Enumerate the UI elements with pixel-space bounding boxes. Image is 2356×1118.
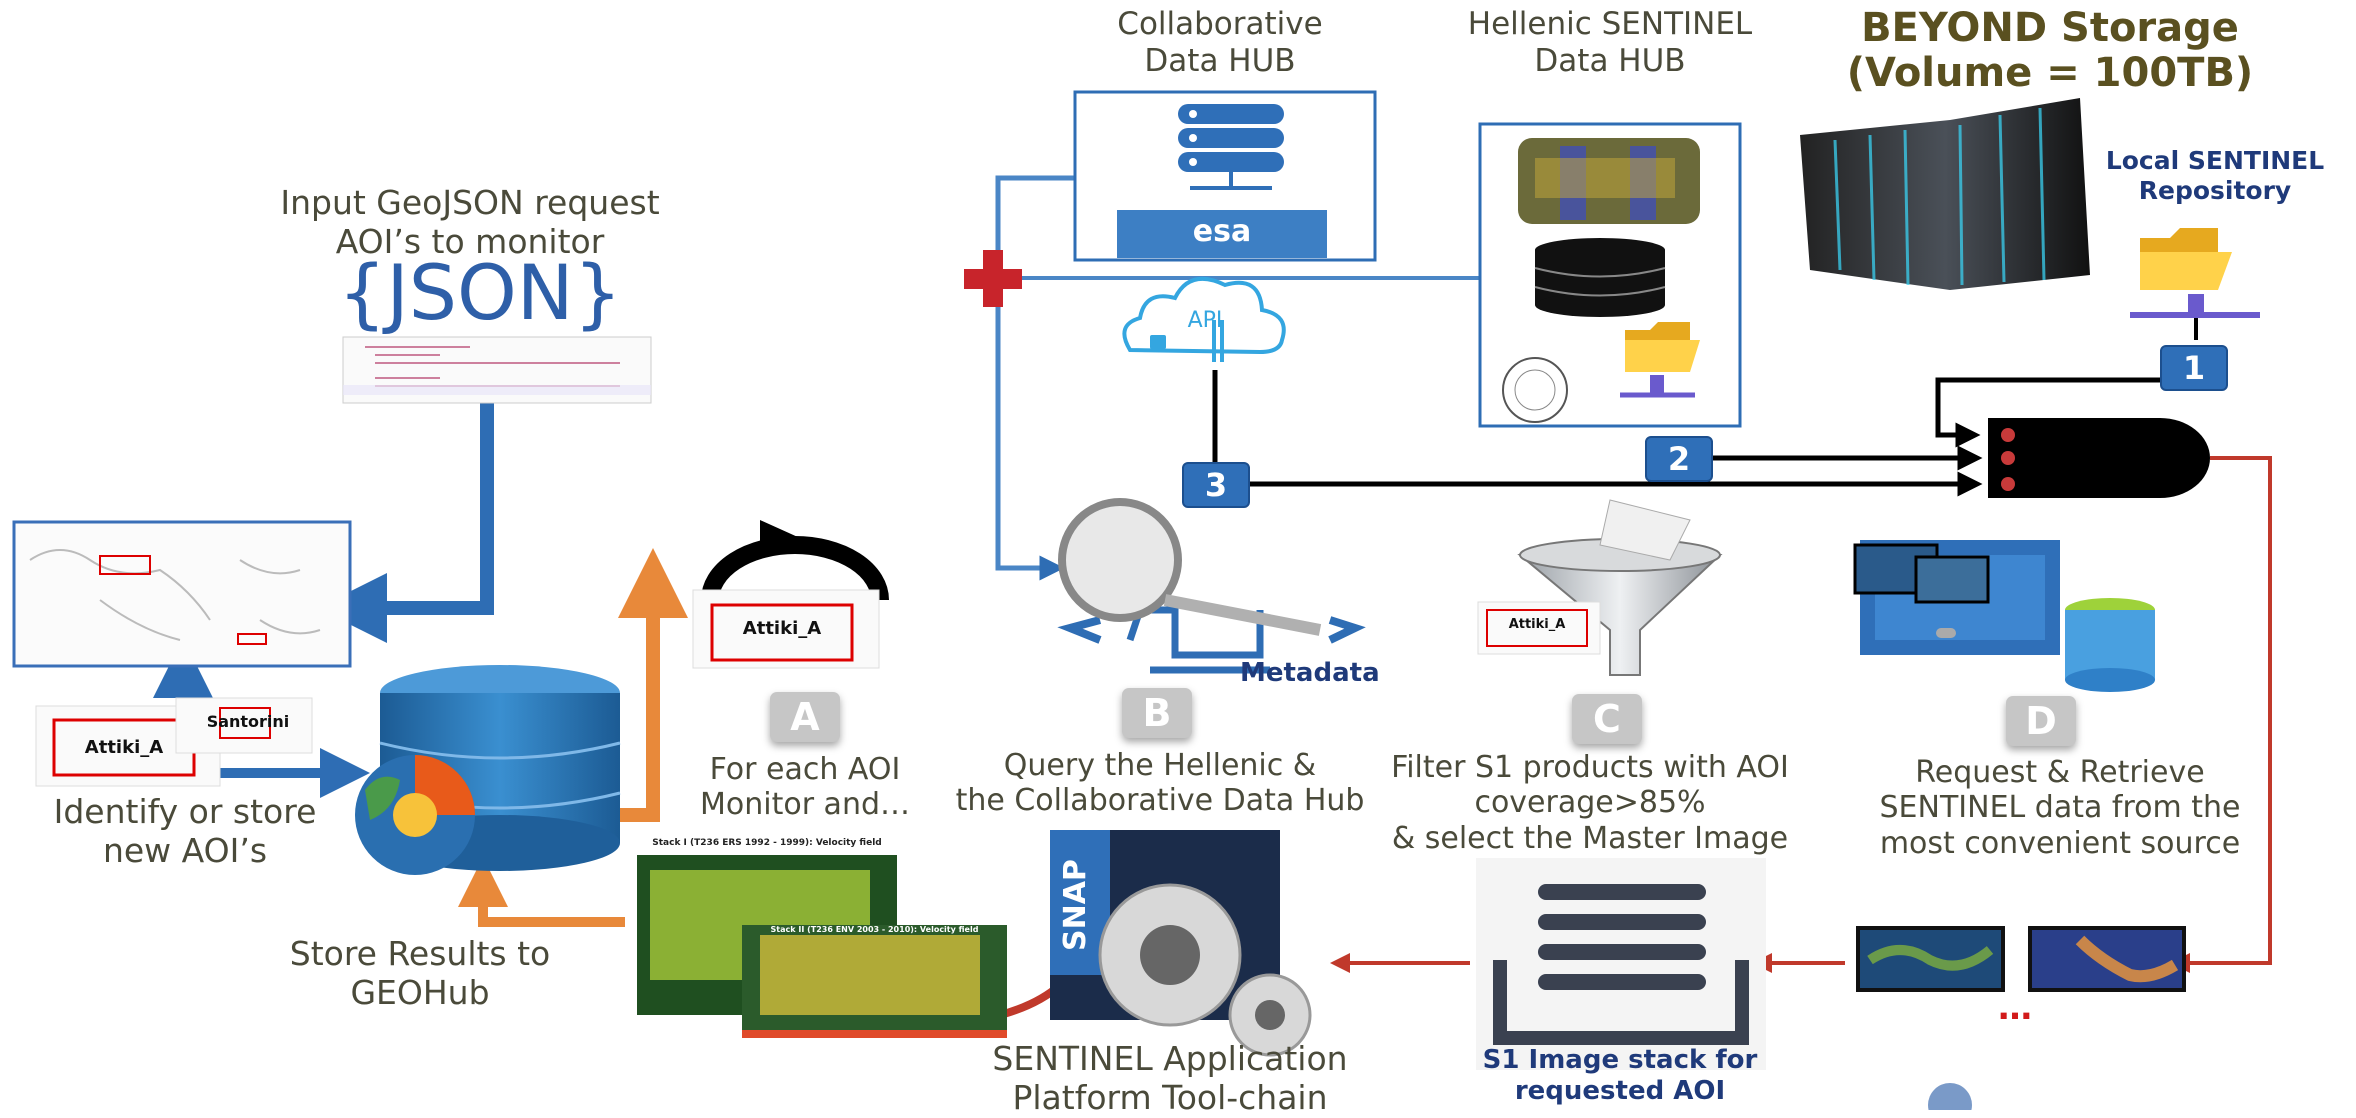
collaborative-hub-label: Collaborative Data HUB <box>1117 6 1323 79</box>
source-number-3: 3 <box>1182 462 1250 508</box>
plus-icon <box>964 250 1022 307</box>
aoi-label-attiki: Attiki_A <box>84 737 164 758</box>
metadata-search-icon <box>1057 498 1366 674</box>
arrow-aggregator-to-images <box>2170 456 2272 973</box>
aoi-label-loop: Attiki_A <box>742 618 822 639</box>
esa-logo <box>1117 210 1327 258</box>
geohub-database-icon <box>355 665 621 875</box>
folder-icon-hellenic <box>1620 322 1700 398</box>
more-images-dots: … <box>1998 988 2032 1028</box>
geojson-label: Input GeoJSON request AOI’s to monitor <box>280 183 660 261</box>
snap-logo-text: SNAP <box>1058 859 1093 951</box>
image-stack-label: S1 Image stack for requested AOI <box>1482 1045 1758 1107</box>
identify-label: Identify or store new AOI’s <box>53 792 317 870</box>
aoi-label-santorini: Santorini <box>206 712 290 731</box>
esa-logo-text: esa <box>1192 214 1252 249</box>
server-icon <box>1178 104 1284 190</box>
snap-label: SENTINEL Application Platform Tool-chain <box>992 1039 1348 1117</box>
server-rack-icon <box>1800 98 2090 290</box>
step-c-badge: C <box>1572 694 1642 744</box>
metadata-label: Metadata <box>1240 658 1380 688</box>
velocity-map-1-title: Stack I (T236 ERS 1992 - 1999): Velocity… <box>652 838 882 848</box>
gear-icon <box>1098 883 1312 1057</box>
json-logo: {JSON} <box>337 248 623 337</box>
aoi-map <box>12 520 352 668</box>
step-a-label: For each AOI Monitor and… <box>699 752 910 823</box>
retrieve-icon <box>1853 540 2155 692</box>
store-results-label: Store Results to GEOHub <box>289 934 551 1012</box>
arrow-json-to-map <box>317 400 494 643</box>
aoi-thumb-loop <box>692 589 880 669</box>
loop-arrow <box>701 536 889 601</box>
step-d-badge: D <box>2006 696 2076 746</box>
image-stack-icon <box>1493 884 1749 1045</box>
logo-partial <box>1928 1083 1972 1110</box>
step-d-label: Request & Retrieve SENTINEL data from th… <box>1879 755 2241 861</box>
velocity-map-2-title: Stack II (T236 ENV 2003 - 2010): Velocit… <box>770 925 979 934</box>
database-icon <box>1534 238 1666 317</box>
arrow-results-to-db <box>458 857 625 927</box>
source-number-2: 2 <box>1645 436 1713 482</box>
step-c-label: Filter S1 products with AOI coverage>85%… <box>1391 750 1789 856</box>
folder-icon-local <box>2130 228 2260 340</box>
step-b-badge: B <box>1122 688 1192 738</box>
step-a-badge: A <box>770 692 840 742</box>
local-repository-label: Local SENTINEL Repository <box>2105 146 2325 205</box>
filter-funnel-icon <box>1517 499 1723 676</box>
aggregator-shape <box>1988 418 2210 498</box>
satellite-image-2 <box>2028 926 2186 992</box>
step-b-label: Query the Hellenic & the Collaborative D… <box>955 748 1365 819</box>
hellenic-hub-label: Hellenic SENTINEL Data HUB <box>1467 6 1753 79</box>
api-cloud-icon <box>1122 276 1286 362</box>
observatory-seal <box>1502 357 1568 423</box>
beyond-storage-title: BEYOND Storage (Volume = 100TB) <box>1846 5 2254 97</box>
api-label: API <box>1187 308 1223 333</box>
source-number-1: 1 <box>2160 345 2228 391</box>
aoi-label-filter: Attiki_A <box>1508 617 1566 632</box>
arrow-hubs-to-metadata <box>995 175 1075 581</box>
